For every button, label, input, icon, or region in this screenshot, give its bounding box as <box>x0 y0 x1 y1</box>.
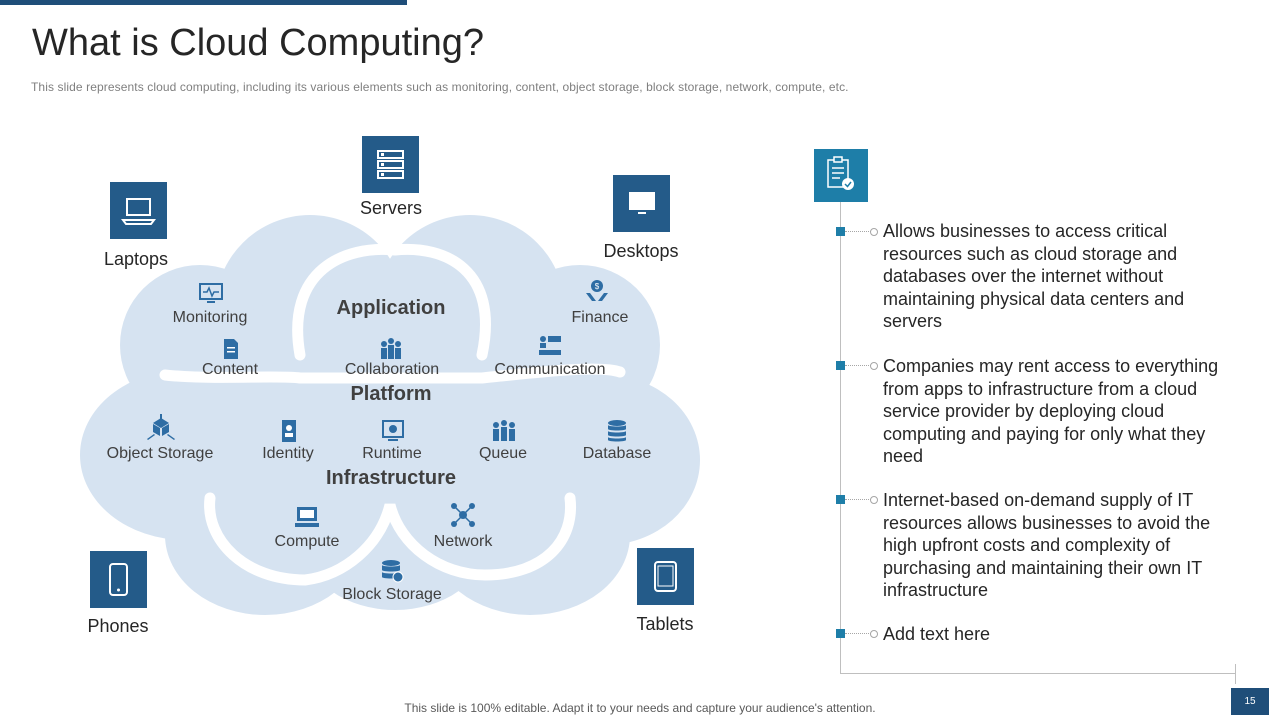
desktops-label: Desktops <box>603 241 679 261</box>
bullet-marker <box>836 629 845 638</box>
tablet-icon <box>637 548 694 605</box>
point-text: Internet-based on-demand supply of IT re… <box>883 490 1211 601</box>
timeline-line <box>840 202 841 674</box>
point-text: Allows businesses to access critical res… <box>883 221 1185 332</box>
bullet-marker <box>836 361 845 370</box>
object-storage-icon <box>147 414 175 440</box>
page-number: 15 <box>1231 688 1269 715</box>
object-storage-label: Object Storage <box>106 445 214 462</box>
bullet-node <box>870 362 878 370</box>
bullet-connector <box>845 633 871 634</box>
monitoring-label: Monitoring <box>172 309 248 326</box>
servers-label: Servers <box>359 198 422 218</box>
platform-heading: Platform <box>350 383 432 405</box>
runtime-icon <box>382 420 404 441</box>
svg-text:$: $ <box>595 282 600 291</box>
laptop-icon <box>110 182 167 239</box>
block-storage-label: Block Storage <box>342 586 442 603</box>
slide-footer: This slide is 100% editable. Adapt it to… <box>404 701 876 715</box>
runtime-label: Runtime <box>362 445 422 462</box>
block-storage-icon <box>382 560 404 583</box>
content-icon <box>224 339 238 359</box>
phone-icon <box>90 551 147 608</box>
bullet-node <box>870 496 878 504</box>
communication-label: Communication <box>494 361 606 378</box>
point-text: Add text here <box>883 624 991 644</box>
database-icon <box>608 420 626 442</box>
bullet-connector <box>845 231 871 232</box>
bullet-connector <box>845 365 871 366</box>
queue-label: Queue <box>478 445 528 462</box>
laptops-label: Laptops <box>103 249 169 269</box>
slide-subtitle: This slide represents cloud computing, i… <box>31 80 849 94</box>
application-heading: Application <box>336 297 446 319</box>
database-label: Database <box>582 445 652 462</box>
collaboration-label: Collaboration <box>344 361 440 378</box>
content-label: Content <box>201 361 259 378</box>
collaboration-icon <box>381 338 401 359</box>
point-text: Companies may rent access to everything … <box>883 356 1219 467</box>
tablets-label: Tablets <box>636 614 694 634</box>
servers-icon <box>362 136 419 193</box>
queue-icon <box>493 420 515 441</box>
bullet-node <box>870 228 878 236</box>
finance-icon: $ <box>586 280 608 301</box>
infrastructure-heading: Infrastructure <box>325 467 457 489</box>
bullet-marker <box>836 227 845 236</box>
compute-label: Compute <box>274 533 340 550</box>
network-icon <box>451 503 475 527</box>
bullet-connector <box>845 499 871 500</box>
baseline-line <box>840 673 1236 674</box>
clipboard-icon <box>814 149 868 202</box>
monitor-icon <box>199 283 223 303</box>
bullet-marker <box>836 495 845 504</box>
identity-label: Identity <box>262 445 314 462</box>
network-label: Network <box>433 533 493 550</box>
compute-icon <box>295 507 319 527</box>
communication-icon <box>539 336 561 355</box>
desktop-icon <box>613 175 670 232</box>
top-accent-bar <box>0 0 407 5</box>
bullet-node <box>870 630 878 638</box>
identity-icon <box>282 420 296 442</box>
phones-label: Phones <box>87 616 149 636</box>
baseline-end-tick <box>1235 664 1236 684</box>
slide-title: What is Cloud Computing? <box>32 22 484 64</box>
finance-label: Finance <box>571 309 629 326</box>
